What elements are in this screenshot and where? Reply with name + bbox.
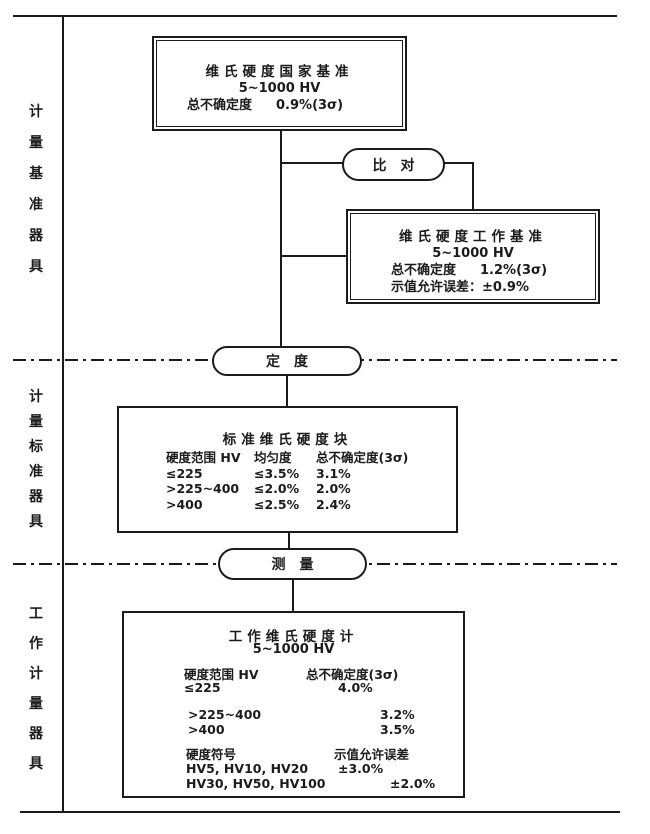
uncertainty-label: 总不确定度	[187, 98, 253, 113]
node-national-standard: 维氏硬度国家基准 5~1000 HV 总不确定度 0.9%(3σ)	[152, 36, 407, 131]
tester-col2-header: 总不确定度(3σ)	[306, 667, 399, 682]
node-measure: 测 量	[218, 548, 367, 580]
col-header-uniformity: 均匀度	[254, 450, 292, 465]
compare-label: 比 对	[372, 157, 415, 174]
working-standard-title: 维氏硬度工作基准	[399, 229, 547, 245]
tester-symbol-cell: HV5, HV10, HV20	[186, 761, 309, 776]
node-working-standard: 维氏硬度工作基准 5~1000 HV 总不确定度 1.2%(3σ) 示值允许误差：…	[346, 209, 600, 304]
calibrate-label: 定 度	[266, 354, 308, 370]
connector-compare-left	[280, 162, 344, 164]
standard-blocks-table: 硬度范围 HV 均匀度 总不确定度(3σ) ≤225 ≤3.5% 3.1% >2…	[166, 450, 452, 512]
working-tester-title: 工作维氏硬度计	[228, 629, 359, 645]
uncertainty-value: 1.2%(3σ)	[480, 263, 548, 278]
tester-error-header: 示值允许误差	[334, 747, 410, 762]
working-standard-uncertainty: 总不确定度 1.2%(3σ)	[351, 262, 595, 279]
connector-spine-top	[280, 130, 282, 347]
national-standard-uncertainty: 总不确定度 0.9%(3σ)	[157, 97, 402, 114]
table-cell: >225~400	[166, 481, 240, 496]
tester-uncertainty-cell: 3.2%	[380, 707, 415, 722]
connector-working-standard-left	[280, 255, 347, 257]
tester-error-cell: ±2.0%	[390, 776, 436, 791]
node-working-tester: 工作维氏硬度计 5~1000 HV 硬度范围 HV 总不确定度(3σ) ≤225…	[122, 611, 465, 798]
connector-compare-down	[472, 162, 474, 210]
tester-symbol-header: 硬度符号	[186, 747, 237, 762]
table-cell: ≤225	[166, 465, 203, 481]
table-cell: 2.4%	[316, 496, 351, 512]
uncertainty-value: 0.9%(3σ)	[276, 98, 344, 113]
node-standard-blocks: 标准维氏硬度块 硬度范围 HV 均匀度 总不确定度(3σ) ≤225 ≤3.5%…	[117, 406, 458, 533]
frame-top-line	[13, 15, 617, 17]
standard-blocks-title: 标准维氏硬度块	[222, 432, 353, 448]
tester-col1-header: 硬度范围 HV	[184, 667, 259, 682]
frame-left-line	[62, 15, 64, 813]
measure-label: 测 量	[271, 557, 314, 573]
national-standard-range: 5~1000 HV	[238, 81, 321, 96]
table-cell: ≤2.5%	[254, 496, 300, 512]
table-cell: ≤3.5%	[254, 465, 300, 481]
connector-compare-right	[444, 162, 474, 164]
table-cell: 2.0%	[316, 481, 351, 496]
frame-bottom-line	[20, 811, 620, 813]
sidebar-label-measurement-standards: 计量标准器具	[29, 389, 43, 530]
table-cell: 3.1%	[316, 465, 351, 481]
sidebar-label-working-instruments: 工作计量器具	[29, 606, 43, 772]
error-label: 示值允许误差：	[391, 280, 483, 295]
node-compare: 比 对	[342, 148, 445, 181]
tester-symbol-cell: HV30, HV50, HV100	[186, 776, 326, 791]
uncertainty-label: 总不确定度	[391, 263, 457, 278]
sidebar-label-primary-standards: 计量基准器具	[29, 104, 43, 275]
table-cell: >400	[166, 496, 203, 512]
national-standard-title: 维氏硬度国家基准	[205, 64, 354, 80]
table-cell: ≤2.0%	[254, 481, 300, 496]
connector-calibrate-to-blocks	[286, 374, 288, 407]
connector-measure-to-tester	[292, 579, 294, 612]
tester-error-cell: ±3.0%	[338, 761, 384, 776]
node-calibrate: 定 度	[212, 346, 362, 376]
connector-blocks-to-measure	[288, 531, 290, 549]
col-header-uncertainty: 总不确定度(3σ)	[316, 450, 409, 465]
tester-range-cell: >400	[188, 722, 225, 737]
tester-range-cell: >225~400	[188, 707, 262, 722]
col-header-range: 硬度范围 HV	[166, 450, 241, 465]
tester-uncertainty-cell: 3.5%	[380, 722, 415, 737]
tester-uncertainty-cell: 4.0%	[338, 680, 373, 695]
working-standard-range: 5~1000 HV	[432, 246, 514, 261]
tester-range-cell: ≤225	[184, 680, 221, 695]
working-tester-range: 5~1000 HV	[252, 642, 335, 657]
error-value: ±0.9%	[482, 280, 529, 295]
working-standard-error: 示值允许误差：±0.9%	[351, 279, 595, 296]
